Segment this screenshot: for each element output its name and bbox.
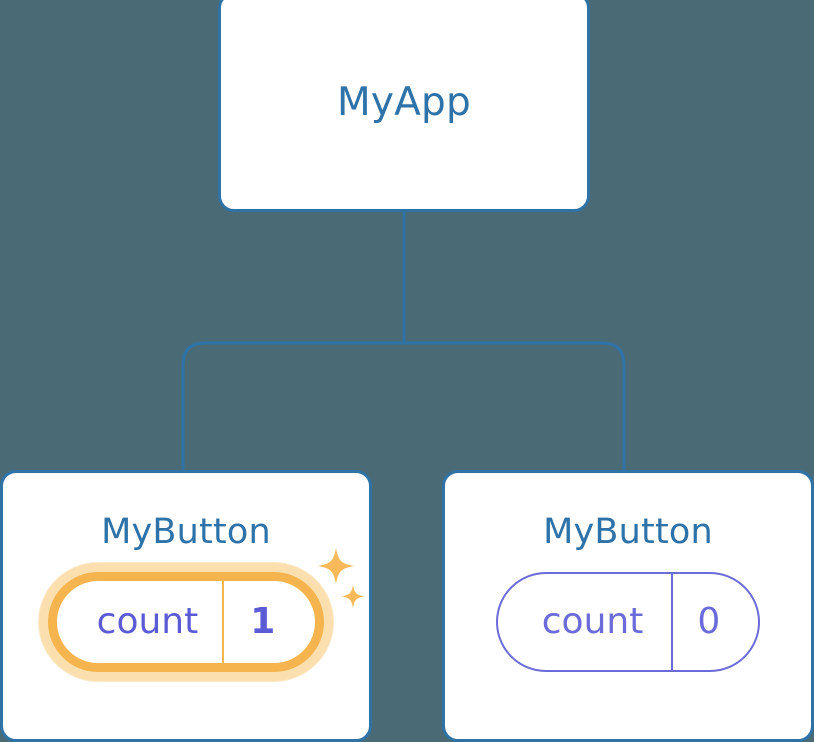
node-mybutton-2-title: MyButton [543, 512, 713, 552]
node-myapp-title: MyApp [337, 79, 471, 125]
node-mybutton-1[interactable]: MyButton count 1 [0, 470, 372, 742]
branch-connector-bracket [181, 341, 626, 470]
node-mybutton-1-title: MyButton [101, 512, 271, 552]
prop-pill-count-1[interactable]: count 1 [47, 572, 325, 672]
prop-pill-wrapper-2: count 0 [495, 572, 761, 672]
prop-value-label-2: 0 [671, 574, 758, 670]
prop-pill-wrapper-1: count 1 [47, 548, 365, 672]
prop-key-label-2: count [541, 601, 644, 642]
prop-pill-count-2[interactable]: count 0 [495, 572, 761, 672]
node-mybutton-2[interactable]: MyButton count 0 [442, 470, 814, 742]
sparkle-small-icon [341, 585, 365, 608]
prop-value-label-1: 1 [222, 581, 315, 663]
prop-key-label-1: count [96, 601, 199, 642]
sparkle-large-icon [318, 548, 355, 584]
node-myapp[interactable]: MyApp [218, 0, 590, 212]
